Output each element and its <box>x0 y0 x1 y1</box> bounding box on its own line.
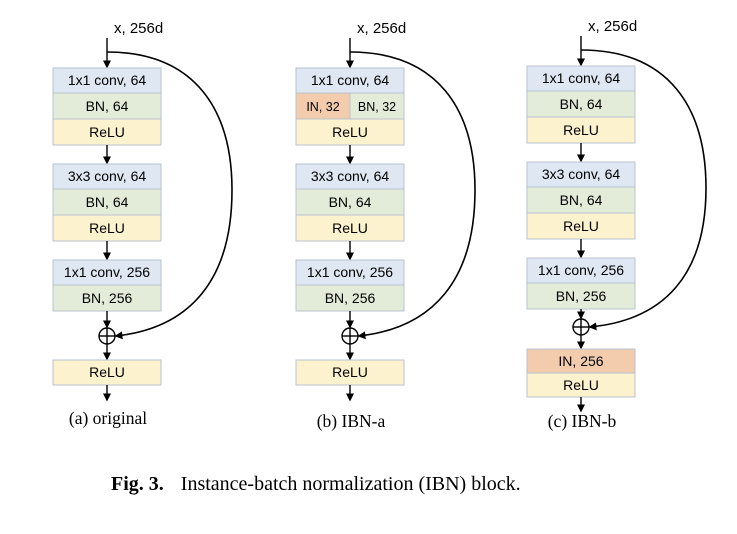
block-ibn-a: x, 256d 1x1 conv, 64 IN, 32 BN, 32 ReLU … <box>295 20 476 431</box>
relu-label: ReLU <box>563 218 599 234</box>
conv-label: 3x3 conv, 64 <box>68 168 147 184</box>
skip-connection <box>580 49 707 331</box>
bn-box <box>526 90 636 118</box>
conv-box <box>526 257 636 284</box>
relu-label: ReLU <box>89 364 125 380</box>
relu-label: ReLU <box>332 364 368 380</box>
relu-box <box>526 372 636 398</box>
conv-label: 1x1 conv, 256 <box>64 264 150 280</box>
relu-label: ReLU <box>89 124 125 140</box>
skip-connection <box>106 51 233 340</box>
conv-label: 1x1 conv, 64 <box>542 70 621 86</box>
bn-box <box>52 188 162 216</box>
add-node <box>572 318 590 336</box>
input-label: x, 256d <box>588 18 637 35</box>
figure-caption: Fig. 3. Instance-batch normalization (IB… <box>111 473 521 495</box>
bn-label: BN, 64 <box>86 98 129 114</box>
conv-label: 1x1 conv, 256 <box>538 262 624 278</box>
bn-label: BN, 32 <box>358 100 396 114</box>
add-node <box>98 327 116 345</box>
bn-label: BN, 256 <box>556 288 607 304</box>
relu-box <box>52 214 162 242</box>
skip-connection <box>349 51 476 340</box>
add-node <box>341 327 359 345</box>
in-box <box>295 92 351 120</box>
input-label: x, 256d <box>357 20 406 37</box>
conv-label: 1x1 conv, 64 <box>68 72 147 88</box>
conv-box <box>526 65 636 92</box>
conv-box <box>526 161 636 188</box>
relu-box <box>52 359 162 386</box>
relu-box <box>295 118 405 146</box>
relu-box <box>295 214 405 242</box>
conv-box <box>52 259 162 286</box>
figure-text: Instance-batch normalization (IBN) block… <box>181 473 521 495</box>
figure-label: Fig. 3. <box>111 473 164 495</box>
bn-label: BN, 256 <box>325 290 376 306</box>
conv-label: 1x1 conv, 256 <box>307 264 393 280</box>
bn-box <box>526 186 636 214</box>
relu-box <box>526 116 636 144</box>
in-box <box>526 348 636 374</box>
bn-label: BN, 64 <box>560 192 603 208</box>
relu-box <box>526 212 636 240</box>
bn-box <box>295 188 405 216</box>
relu-label: ReLU <box>89 220 125 236</box>
conv-box <box>295 259 405 286</box>
conv-label: 3x3 conv, 64 <box>311 168 390 184</box>
sub-caption: (c) IBN-b <box>548 411 617 431</box>
block-original: x, 256d 1x1 conv, 64 BN, 64 ReLU 3x3 con… <box>52 20 233 428</box>
relu-box <box>295 359 405 386</box>
conv-box <box>52 163 162 190</box>
bn-label: BN, 256 <box>82 290 133 306</box>
conv-label: 3x3 conv, 64 <box>542 166 621 182</box>
conv-label: 1x1 conv, 64 <box>311 72 390 88</box>
bn-box <box>52 92 162 120</box>
relu-label: ReLU <box>563 377 599 393</box>
in-label: IN, 32 <box>306 100 339 114</box>
bn-label: BN, 64 <box>329 194 372 210</box>
bn-label: BN, 64 <box>560 96 603 112</box>
block-ibn-b: x, 256d 1x1 conv, 64 BN, 64 ReLU 3x3 con… <box>526 18 707 431</box>
sub-caption: (b) IBN-a <box>317 411 386 431</box>
input-label: x, 256d <box>114 20 163 37</box>
relu-label: ReLU <box>332 124 368 140</box>
sub-caption: (a) original <box>69 408 147 428</box>
relu-label: ReLU <box>563 122 599 138</box>
in-label: IN, 256 <box>558 353 603 369</box>
bn-box <box>526 282 636 310</box>
bn-box <box>52 284 162 312</box>
bn-box <box>295 284 405 312</box>
bn-label: BN, 64 <box>86 194 129 210</box>
relu-label: ReLU <box>332 220 368 236</box>
